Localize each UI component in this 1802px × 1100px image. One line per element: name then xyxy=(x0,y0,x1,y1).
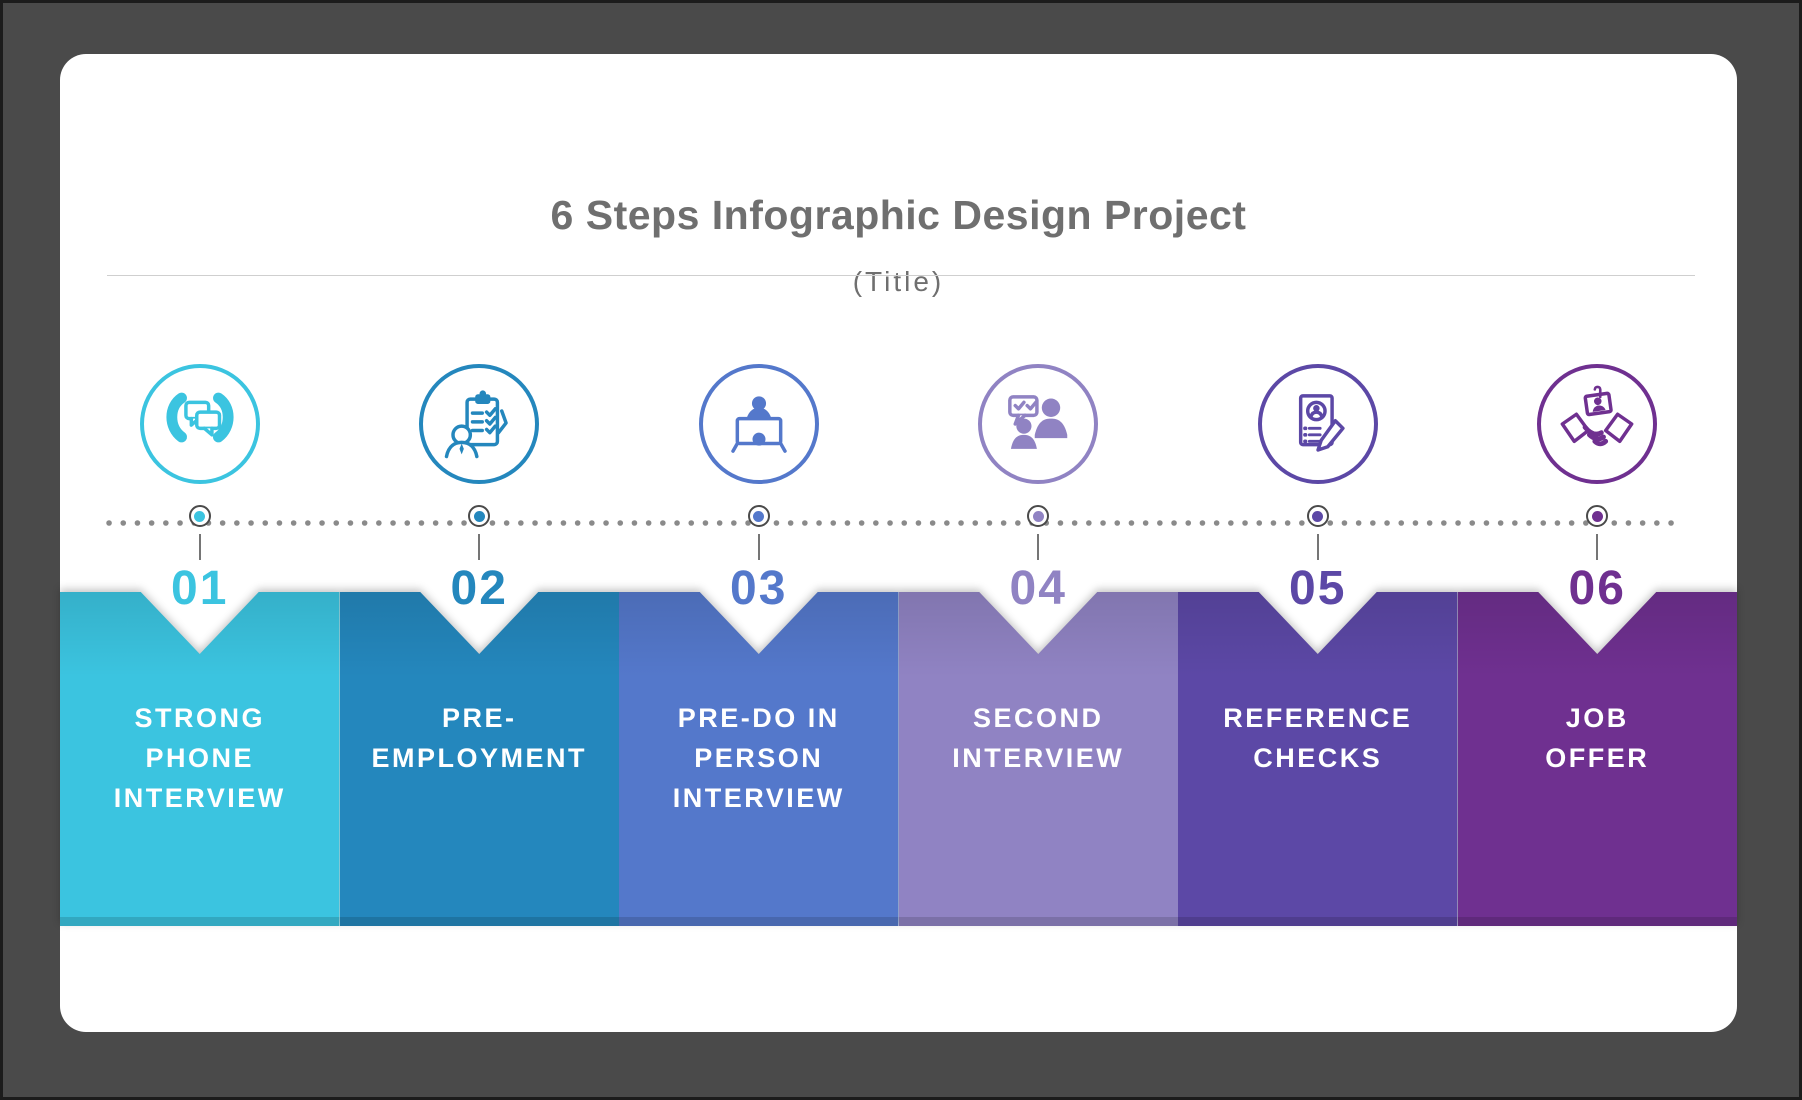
video-interview-icon xyxy=(698,364,819,484)
timeline-node-dot xyxy=(194,510,206,522)
step-panels-row: STRONG PHONE INTERVIEW PRE- EMPLOYMENT P… xyxy=(60,592,1737,926)
step-panel-label: PRE-DO IN PERSON INTERVIEW xyxy=(672,703,845,813)
step-panel: STRONG PHONE INTERVIEW xyxy=(60,592,340,926)
connector-tick xyxy=(757,534,760,560)
discussion-check-icon xyxy=(978,364,1099,484)
step-numbers-row: 01 02 03 04 05 06 xyxy=(60,562,1737,616)
step-number: 06 xyxy=(1568,562,1626,615)
step-number: 04 xyxy=(1009,562,1067,615)
timeline-dotted-line xyxy=(105,513,1679,526)
step-panel-label: PRE- EMPLOYMENT xyxy=(371,703,587,773)
timeline-node xyxy=(747,505,770,527)
timeline-node xyxy=(1306,505,1329,527)
step-panel-label: SECOND INTERVIEW xyxy=(952,703,1125,773)
timeline-nodes-row xyxy=(60,505,1737,527)
timeline-node-dot xyxy=(1032,510,1044,522)
step-panel: PRE- EMPLOYMENT xyxy=(340,592,620,926)
timeline-node xyxy=(188,505,211,527)
infographic-card: 6 Steps Infographic Design Project (Titl… xyxy=(60,54,1737,1032)
step-panel-label: JOB OFFER xyxy=(1545,703,1650,773)
icons-row xyxy=(60,364,1737,484)
step-panel: JOB OFFER xyxy=(1458,592,1738,926)
step-number: 03 xyxy=(730,562,788,615)
step-panel-label: REFERENCE CHECKS xyxy=(1223,703,1413,773)
timeline-node xyxy=(1586,505,1609,527)
step-panel: PRE-DO IN PERSON INTERVIEW xyxy=(619,592,899,926)
connector-tick xyxy=(478,534,481,560)
connector-ticks-row xyxy=(60,534,1737,560)
timeline-node xyxy=(1027,505,1050,527)
step-number: 01 xyxy=(171,562,229,615)
header-divider xyxy=(107,275,1695,276)
phone-chat-icon xyxy=(139,364,260,484)
step-number: 02 xyxy=(450,562,508,615)
step-number: 05 xyxy=(1289,562,1347,615)
step-panel: REFERENCE CHECKS xyxy=(1178,592,1458,926)
timeline-node-dot xyxy=(753,510,765,522)
clipboard-checklist-icon xyxy=(419,364,540,484)
connector-tick xyxy=(198,534,201,560)
timeline-node-dot xyxy=(1312,510,1324,522)
step-panel-label: STRONG PHONE INTERVIEW xyxy=(113,703,286,813)
timeline-node-dot xyxy=(1591,510,1603,522)
step-panel: SECOND INTERVIEW xyxy=(899,592,1179,926)
timeline-node-dot xyxy=(473,510,485,522)
handshake-icon xyxy=(1537,364,1658,484)
timeline-node xyxy=(468,505,491,527)
page-subtitle: (Title) xyxy=(852,266,945,297)
resume-pencil-icon xyxy=(1257,364,1378,484)
page-title: 6 Steps Infographic Design Project xyxy=(550,192,1247,238)
connector-tick xyxy=(1316,534,1319,560)
connector-tick xyxy=(1037,534,1040,560)
connector-tick xyxy=(1596,534,1599,560)
